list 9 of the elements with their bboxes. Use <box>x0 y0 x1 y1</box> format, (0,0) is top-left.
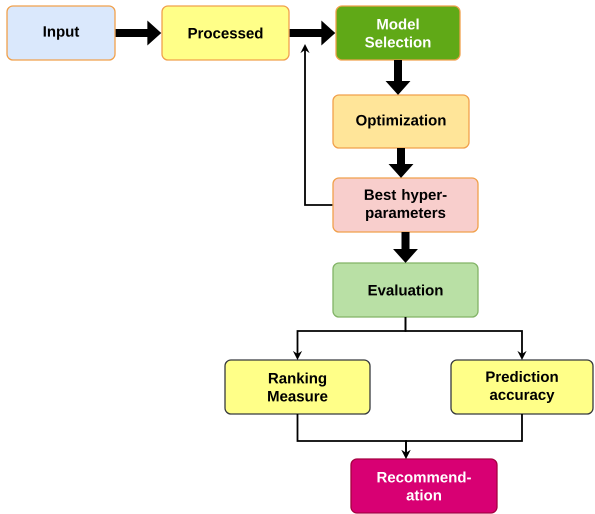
process-box: Optimization <box>332 94 470 149</box>
process-box: Best hyper- parameters <box>332 177 479 233</box>
process-box: Input <box>6 5 116 61</box>
process-box: Prediction accuracy <box>450 359 594 415</box>
process-box: Recommend- ation <box>350 458 498 514</box>
process-box: Ranking Measure <box>224 359 371 415</box>
process-box: Evaluation <box>332 262 479 318</box>
process-box: Processed <box>161 5 290 61</box>
process-box: Model Selection <box>335 5 461 61</box>
